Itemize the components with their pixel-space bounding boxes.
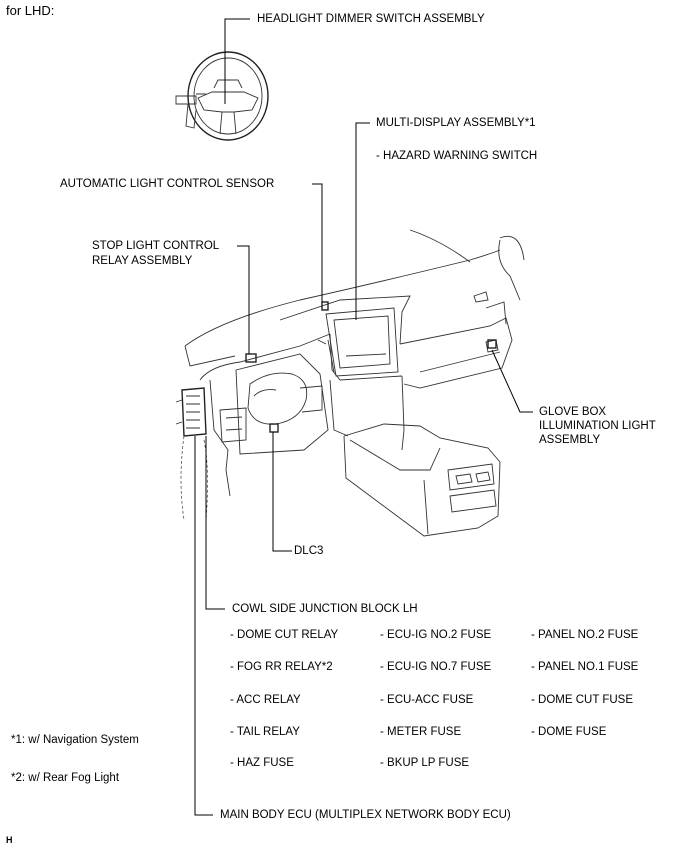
label-multi-display: MULTI-DISPLAY ASSEMBLY*1 bbox=[376, 117, 536, 129]
footnote-rear-fog: *2: w/ Rear Fog Light bbox=[11, 772, 120, 784]
list-item: - DOME CUT FUSE bbox=[531, 694, 634, 706]
list-item: - DOME FUSE bbox=[531, 726, 607, 738]
label-hazard-warning-switch: - HAZARD WARNING SWITCH bbox=[376, 150, 538, 162]
label-stop-light-relay-line2: RELAY ASSEMBLY bbox=[92, 255, 193, 267]
list-item: - BKUP LP FUSE bbox=[380, 757, 470, 769]
list-item: - ECU-ACC FUSE bbox=[380, 694, 474, 706]
list-item: - FOG RR RELAY*2 bbox=[230, 661, 333, 673]
dashboard-drawing bbox=[184, 229, 525, 497]
label-cowl-side-junction-block: COWL SIDE JUNCTION BLOCK LH bbox=[232, 603, 418, 615]
label-dlc3: DLC3 bbox=[294, 545, 324, 557]
list-item: - METER FUSE bbox=[380, 726, 462, 738]
label-main-body-ecu: MAIN BODY ECU (MULTIPLEX NETWORK BODY EC… bbox=[220, 809, 511, 821]
component-markers bbox=[175, 301, 497, 437]
list-item: - HAZ FUSE bbox=[230, 757, 294, 769]
list-item: - ECU-IG NO.7 FUSE bbox=[380, 661, 492, 673]
label-automatic-light-sensor: AUTOMATIC LIGHT CONTROL SENSOR bbox=[60, 178, 275, 190]
list-item: - PANEL NO.2 FUSE bbox=[531, 629, 639, 641]
label-stop-light-relay-line1: STOP LIGHT CONTROL bbox=[92, 240, 220, 252]
list-item: - ECU-IG NO.2 FUSE bbox=[380, 629, 492, 641]
list-item: - DOME CUT RELAY bbox=[230, 629, 339, 641]
list-item: - ACC RELAY bbox=[230, 694, 301, 706]
footer-code: H bbox=[6, 835, 13, 845]
leader-lines bbox=[194, 18, 533, 816]
label-glove-box-line3: ASSEMBLY bbox=[539, 434, 601, 446]
label-headlight-dimmer-switch: HEADLIGHT DIMMER SWITCH ASSEMBLY bbox=[257, 13, 485, 25]
footnote-navigation: *1: w/ Navigation System bbox=[11, 734, 139, 746]
label-glove-box-line1: GLOVE BOX bbox=[539, 406, 607, 418]
list-item: - TAIL RELAY bbox=[230, 726, 300, 738]
page-heading: for LHD: bbox=[6, 3, 55, 18]
center-console-drawing bbox=[343, 423, 501, 537]
list-item: - PANEL NO.1 FUSE bbox=[531, 661, 639, 673]
steering-wheel-drawing bbox=[175, 51, 269, 141]
label-glove-box-line2: ILLUMINATION LIGHT bbox=[539, 420, 656, 432]
